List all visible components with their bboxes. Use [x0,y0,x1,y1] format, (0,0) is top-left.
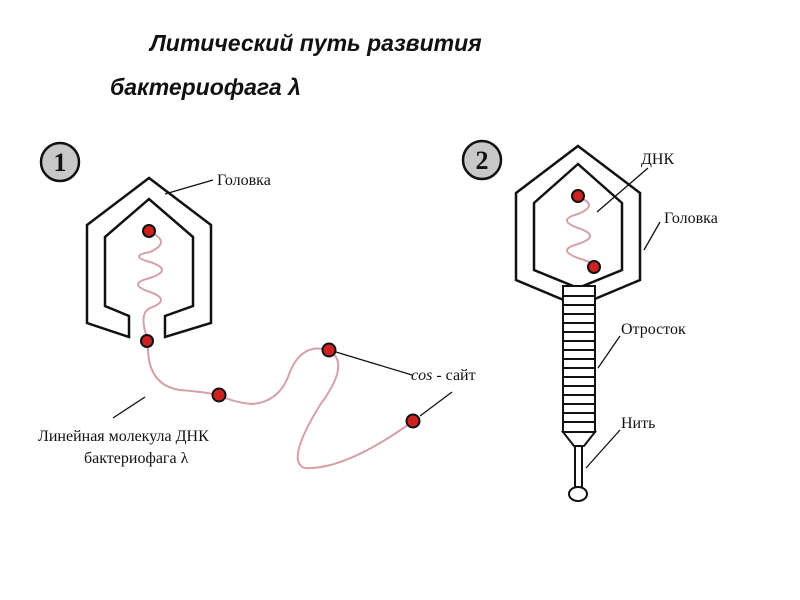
panel-1-number: 1 [54,148,67,177]
panel-1-leader-lines [112,179,453,419]
phage-1-head [85,176,213,339]
title-line-2: бактериофага λ [110,74,301,100]
panel-2-leader-lines [585,167,661,469]
linear-dna-strand [146,341,413,470]
panel-2-head-label: Головка [664,210,718,227]
fiber-label: Нить [621,415,655,432]
panel-2-badge [461,139,503,181]
tail-label: Отросток [621,321,686,338]
title-line-1: Литический путь развития [150,30,482,56]
cos-site-marker [587,260,601,274]
cos-site-marker [321,342,337,358]
cos-site-label-rest: - сайт [432,367,475,384]
panel-2: 2 [461,139,718,502]
phage-1-dna-coil [137,231,163,341]
cos-site-marker [142,224,156,238]
phage-2-fiber [568,446,588,502]
cos-site-marker [211,387,227,403]
panel-1-head-label: Головка [217,172,271,189]
cos-site-label: cos - сайт [411,367,476,384]
cos-site-marker [405,413,421,429]
panel-2-dna-label: ДНК [641,151,674,168]
panel-2-number: 2 [476,146,489,175]
cos-site-label-italic: cos [411,367,432,384]
phage-2-dna-coil [566,196,596,269]
phage-2-tail [560,285,598,447]
panel-1: 1 Головка cos - сайт Линейная молекула Д… [38,141,476,470]
cos-site-marker [140,334,154,348]
phage-2-head [514,144,642,308]
linear-dna-label-line-2: бактериофага λ [84,450,189,467]
linear-dna-label-line-1: Линейная молекула ДНК [38,428,209,445]
panel-1-badge [39,141,81,183]
cos-site-marker [571,189,585,203]
